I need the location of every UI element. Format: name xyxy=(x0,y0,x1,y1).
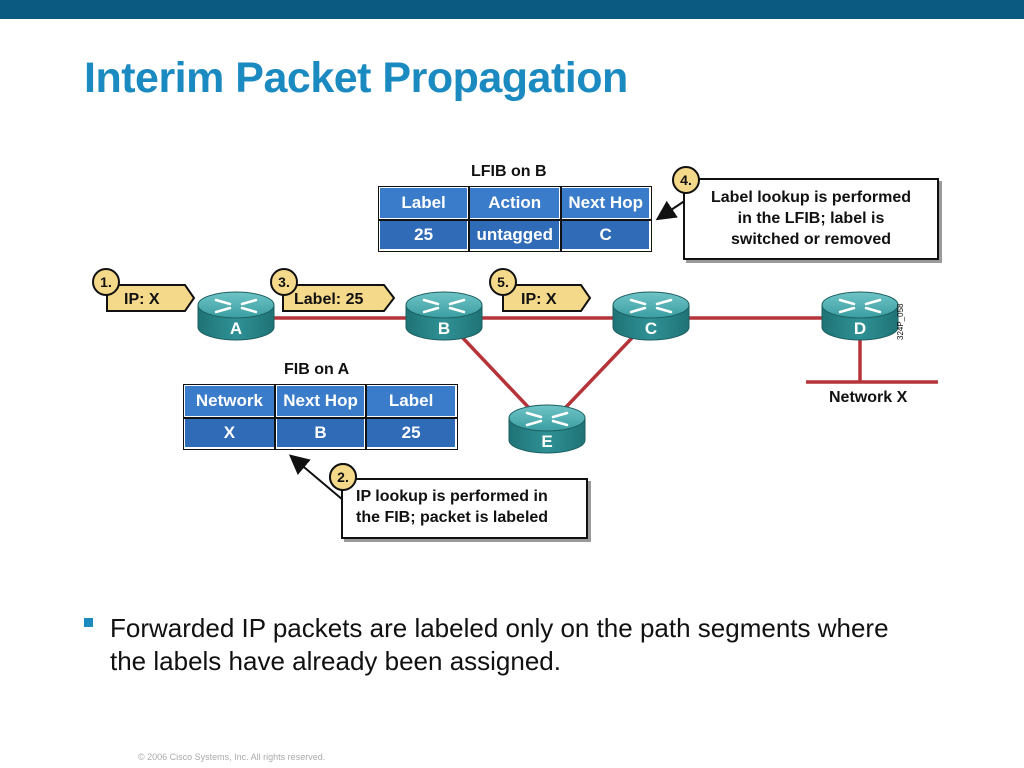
callout-4-line-2: in the LFIB; label is xyxy=(737,210,885,227)
fib-header-network: Network xyxy=(182,383,277,419)
callout-4-pointer xyxy=(655,199,687,221)
router-arrows-icon xyxy=(629,298,673,314)
packet-1: IP: X 1. xyxy=(92,268,196,312)
router-label: E xyxy=(541,432,552,451)
router-label: C xyxy=(645,319,657,338)
packet-3-text: Label: 25 xyxy=(294,291,363,308)
fib-cell-network: X xyxy=(182,416,277,450)
lfib-header-next-hop: Next Hop xyxy=(559,185,652,221)
fib-header-label: Label xyxy=(364,383,458,419)
callout-4-step: 4. xyxy=(680,172,692,188)
router-arrows-icon xyxy=(422,298,466,314)
router-c: C xyxy=(612,291,690,341)
fib-cell-label: 25 xyxy=(364,416,458,450)
router-a: A xyxy=(197,291,275,341)
callout-2-line-2: the FIB; packet is labeled xyxy=(356,509,549,526)
fib-table: Network Next Hop Label X B 25 xyxy=(182,383,458,450)
callout-4-line-3: switched or removed xyxy=(730,231,892,248)
packet-1-step: 1. xyxy=(100,274,112,290)
router-arrows-icon xyxy=(214,298,258,314)
router-b: B xyxy=(405,291,483,341)
callout-2-line-1: IP lookup is performed in xyxy=(356,488,548,505)
fib-cell-next-hop: B xyxy=(273,416,368,450)
fib-header-next-hop: Next Hop xyxy=(273,383,368,419)
packet-5-text: IP: X xyxy=(521,291,557,308)
bullet-text: Forwarded IP packets are labeled only on… xyxy=(110,613,889,676)
slide-title: Interim Packet Propagation xyxy=(84,54,628,102)
router-e: E xyxy=(508,404,586,454)
packet-1-text: IP: X xyxy=(124,291,160,308)
network-x-label: Network X xyxy=(829,389,908,406)
router-label: D xyxy=(854,319,866,338)
router-d: D xyxy=(821,291,899,341)
packet-5: IP: X 5. xyxy=(489,268,592,312)
lfib-header-action: Action xyxy=(467,185,563,221)
router-label: B xyxy=(438,319,450,338)
lfib-cell-next-hop: C xyxy=(559,218,652,252)
lfib-table: Label Action Next Hop 25 untagged C xyxy=(376,185,652,252)
lfib-cell-label: 25 xyxy=(376,218,471,252)
copyright-footer: © 2006 Cisco Systems, Inc. All rights re… xyxy=(138,752,326,762)
packet-3-step: 3. xyxy=(278,274,290,290)
router-arrows-icon xyxy=(838,298,882,314)
svg-text:2.: 2. xyxy=(337,469,349,485)
network-x-segment xyxy=(806,340,938,384)
bullet-marker xyxy=(84,614,96,627)
lfib-header-label: Label xyxy=(376,185,471,221)
callout-4-line-1: Label lookup is performed xyxy=(710,189,912,206)
callout-2-pointer xyxy=(288,454,344,501)
fib-caption: FIB on A xyxy=(284,361,350,378)
packet-5-step: 5. xyxy=(497,274,509,290)
figure-id: 324P_058 xyxy=(896,303,905,340)
callout-4: Label lookup is performed in the LFIB; l… xyxy=(683,178,939,260)
lfib-caption: LFIB on B xyxy=(471,163,547,180)
callout-2: IP lookup is performed in the FIB; packe… xyxy=(341,478,588,539)
lfib-cell-action: untagged xyxy=(467,218,563,252)
router-arrows-icon xyxy=(525,411,569,427)
top-bar xyxy=(0,0,1024,19)
packet-3: Label: 25 3. xyxy=(270,268,396,312)
router-label: A xyxy=(230,319,242,338)
